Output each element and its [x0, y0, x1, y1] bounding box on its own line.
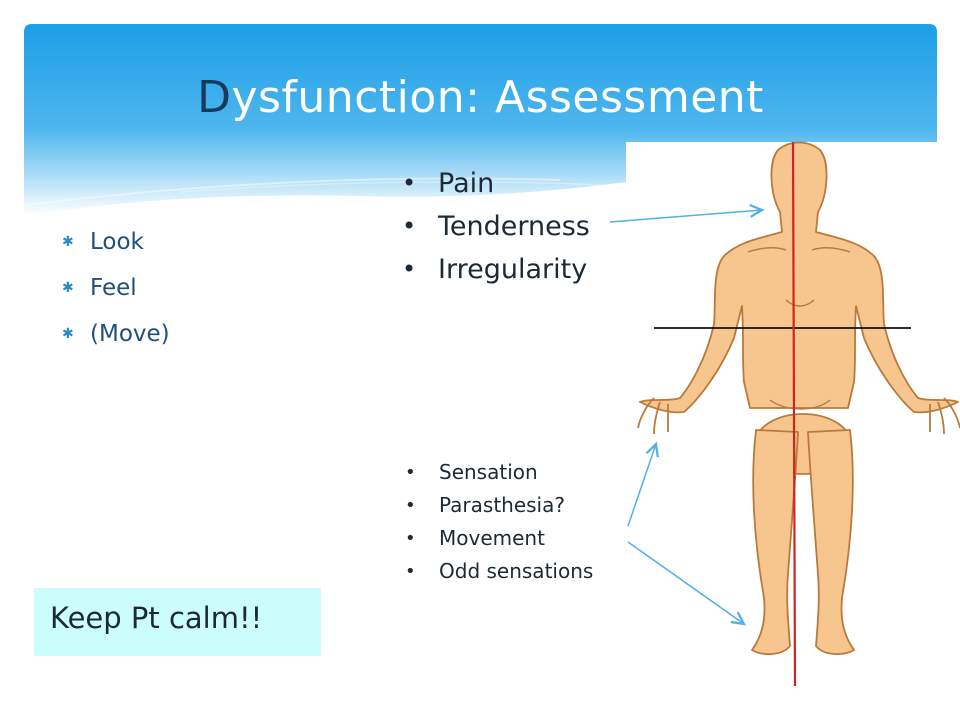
sparkle-icon: ✱	[62, 326, 74, 342]
arrow-to-foot	[627, 541, 744, 624]
title-first-letter: D	[197, 72, 232, 123]
title-rest: ysfunction: Assessment	[231, 72, 764, 123]
top-bullet-list: •Pain •Tenderness •Irregularity	[398, 162, 590, 291]
bullet-icon: •	[405, 495, 416, 516]
list-item: ✱(Move)	[62, 314, 170, 360]
list-item: •Pain	[398, 162, 590, 205]
arrow-to-head	[609, 210, 762, 223]
list-item: •Irregularity	[398, 248, 590, 291]
list-item: •Odd sensations	[405, 555, 593, 588]
bullet-icon: •	[405, 462, 416, 483]
list-item: •Movement	[405, 522, 593, 555]
arrow-to-hand	[627, 444, 656, 527]
callout-box: Keep Pt calm!!	[34, 588, 321, 656]
sparkle-icon: ✱	[62, 234, 74, 250]
human-body-anterior-figure	[637, 141, 960, 655]
midline-reference-line	[791, 141, 797, 687]
slide-title: Dysfunction: Assessment	[24, 72, 937, 123]
list-item: ✱Look	[62, 222, 170, 268]
bullet-icon: •	[402, 212, 417, 240]
bullet-icon: •	[405, 561, 416, 582]
list-item: •Tenderness	[398, 205, 590, 248]
list-item: ✱Feel	[62, 268, 170, 314]
bullet-icon: •	[402, 255, 417, 283]
callout-text: Keep Pt calm!!	[50, 601, 263, 635]
bullet-icon: •	[402, 169, 417, 197]
bullet-icon: •	[405, 528, 416, 549]
bottom-bullet-list: •Sensation •Parasthesia? •Movement •Odd …	[405, 456, 593, 588]
list-item: •Parasthesia?	[405, 489, 593, 522]
list-item: •Sensation	[405, 456, 593, 489]
left-bullet-list: ✱Look ✱Feel ✱(Move)	[62, 222, 170, 360]
sparkle-icon: ✱	[62, 280, 74, 296]
